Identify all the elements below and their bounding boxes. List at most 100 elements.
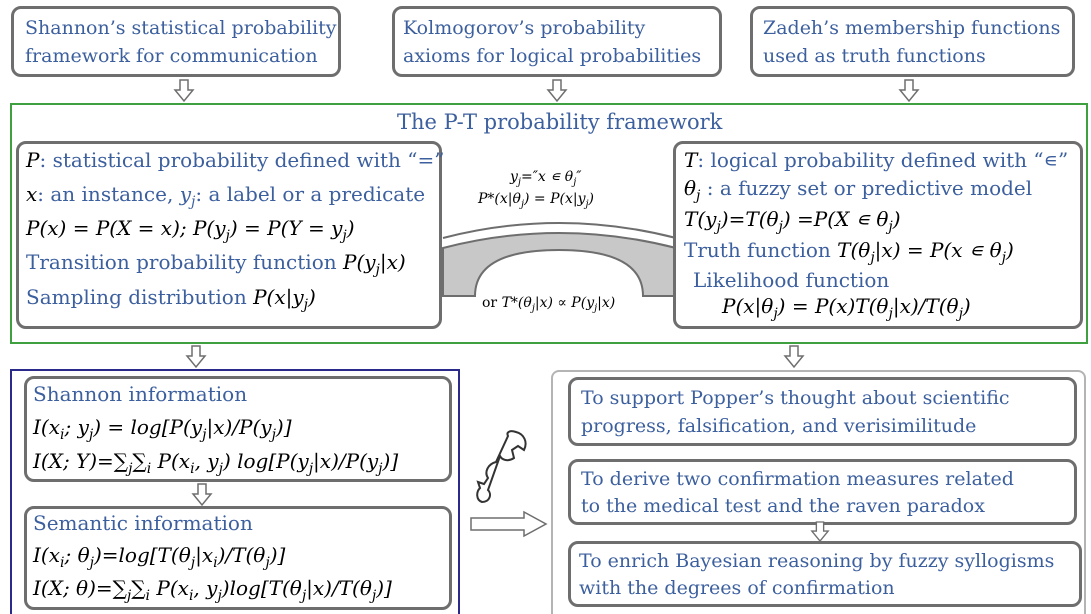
popper-line-1: To support Popper’s thought about scient…: [581, 387, 1010, 409]
statistical-probability-box: [16, 141, 442, 329]
likelihood-2: ) = P(x)T(θ: [777, 294, 889, 318]
si-1s4: j: [271, 427, 276, 443]
wrench-icon: [476, 430, 527, 504]
kolmogorov-axioms-line-2: axioms for logical probabilities: [403, 45, 702, 67]
bridge-prop-close: |x): [597, 295, 616, 311]
sampling-label: Sampling distribution: [26, 285, 254, 309]
hollow-arrow-down-icon: [173, 79, 195, 103]
t-eq-sub-3: j: [888, 219, 893, 235]
si-2a: I(X; Y)=∑: [33, 449, 129, 473]
sm-1e: )/T(θ: [217, 543, 266, 567]
bridge-eq: =″x ∊ θ: [520, 169, 574, 185]
likelihood-sub-3: j: [958, 306, 963, 322]
shannon-info-eq-2: I(X; Y)=∑j∑i P(xi, yj) log[P(yj|x)/P(yj)…: [33, 451, 398, 476]
sm-2g: )]: [376, 576, 392, 600]
zadeh-membership-line-2: used as truth functions: [763, 45, 986, 67]
si-2f: |x)/P(y: [313, 449, 379, 473]
likelihood-3: |x)/T(θ: [892, 294, 959, 318]
t-eq-3: ) =P(X ∊ θ: [782, 207, 889, 231]
hollow-arrow-down-icon: [783, 345, 805, 369]
popper-line-2: progress, falsification, and verisimilit…: [581, 415, 977, 437]
y-symbol: y: [179, 182, 191, 206]
logical-probability-box: [673, 141, 1083, 329]
sm-2s4: j: [217, 588, 222, 604]
sm-2s1: j: [126, 588, 132, 604]
sm-1s2: j: [89, 555, 94, 571]
sm-2s2: i: [145, 588, 151, 604]
bridge-p-star: P*(x|θ: [478, 191, 521, 207]
sm-1b: ; θ: [64, 543, 90, 567]
t-line-3: T(yj)=T(θj) =P(X ∊ θj): [684, 209, 901, 234]
sm-1a: I(x: [33, 543, 60, 567]
t-line-5: Likelihood function: [693, 268, 890, 292]
truth-fn-sub-1: j: [870, 250, 875, 266]
t-line-1: T: logical probability defined with “∊”: [684, 150, 1068, 170]
t-line-4: Truth function T(θj|x) = P(x ∊ θj): [684, 240, 1014, 265]
sm-1s3: j: [190, 555, 196, 571]
x-symbol: x: [26, 182, 38, 206]
semantic-info-title: Semantic information: [33, 511, 253, 535]
si-2e: ) log[P(y: [222, 449, 309, 473]
p-line-2: x: an instance, yj: a label or a predica…: [26, 184, 425, 209]
sm-1c: )=log[T(θ: [93, 543, 191, 567]
likelihood-sub-1: j: [773, 306, 778, 322]
p-definition: : statistical probability defined with “…: [39, 148, 445, 172]
shannon-info-title: Shannon information: [33, 382, 248, 406]
zadeh-membership-line-1: Zadeh’s membership functions: [763, 17, 1061, 39]
shannon-info-eq-1: I(xi; yj) = log[P(yj|x)/P(yj)]: [33, 417, 292, 442]
p-eq-2: ) = P(Y = y: [229, 216, 343, 240]
si-1s2: j: [88, 427, 94, 443]
t-eq-4: ): [892, 207, 901, 231]
si-2d: , y: [194, 449, 219, 473]
sm-2f: |x)/T(θ: [306, 576, 372, 600]
sm-2a: I(X; θ)=∑: [33, 576, 127, 600]
t-eq-sub-2: j: [778, 219, 783, 235]
popper-box: To support Popper’s thought about scient…: [568, 377, 1077, 446]
hollow-arrow-down-icon: [898, 79, 920, 103]
si-1s3: j: [202, 427, 207, 443]
hollow-arrow-down-icon: [546, 79, 568, 103]
hollow-arrow-down-icon: [810, 521, 830, 543]
bayesian-box: To enrich Bayesian reasoning by fuzzy sy…: [568, 541, 1082, 607]
sm-1s4: i: [213, 555, 218, 571]
bridge-p-eq: ) = P(x|y: [523, 191, 586, 207]
t-eq-1: T(y: [684, 207, 717, 231]
truth-fn-3: ): [1005, 238, 1014, 262]
bridge-p-close: ): [588, 191, 594, 207]
bridge-p-star-sub: j: [520, 198, 524, 210]
si-1d: |x)/P(y: [206, 415, 272, 439]
hollow-arrow-down-icon: [185, 345, 207, 369]
si-2b: ∑: [132, 449, 147, 473]
sm-2c: P(x: [150, 576, 189, 600]
sampling-fn-1: P(x|y: [253, 285, 304, 309]
bridge-prop: |x) ∝ P(y: [534, 295, 595, 311]
p-eq-sub-2: j: [342, 228, 347, 244]
applications-frame: [551, 370, 1086, 614]
theta-definition: : a fuzzy set or predictive model: [700, 176, 1033, 200]
si-1b: ; y: [64, 415, 89, 439]
transition-fn-sub: j: [375, 262, 380, 278]
t-line-6: P(x|θj) = P(x)T(θj|x)/T(θj): [722, 296, 971, 321]
bridge-arch: [442, 222, 677, 297]
truth-fn-1: T(θ: [837, 238, 871, 262]
bayesian-line-2: with the degrees of confirmation: [579, 577, 895, 599]
si-2s5: j: [308, 461, 314, 477]
si-2s1: j: [128, 461, 133, 477]
kolmogorov-axioms-box: Kolmogorov’s probability axioms for logi…: [392, 6, 722, 77]
p-eq-3: ): [346, 216, 355, 240]
y-definition: : a label or a predicate: [195, 182, 426, 206]
shannon-framework-box: Shannon’s statistical probability framew…: [11, 6, 341, 77]
information-frame: [10, 369, 460, 614]
transition-fn-2: |x): [379, 250, 406, 274]
p-line-4: Transition probability function P(yj|x): [26, 252, 406, 277]
transition-fn-1: P(y: [342, 250, 376, 274]
confirmation-box: To derive two confirmation measures rela…: [568, 459, 1077, 525]
bridge-quote: ″: [576, 169, 582, 185]
si-2s3: i: [190, 461, 195, 477]
theta-symbol: θ: [684, 176, 697, 200]
p-eq-sub-1: j: [225, 228, 230, 244]
bayesian-line-1: To enrich Bayesian reasoning by fuzzy sy…: [579, 550, 1055, 572]
si-1s1: i: [59, 427, 65, 443]
bridge-label-top-2: P*(x|θj) = P(x|yj): [478, 192, 594, 210]
